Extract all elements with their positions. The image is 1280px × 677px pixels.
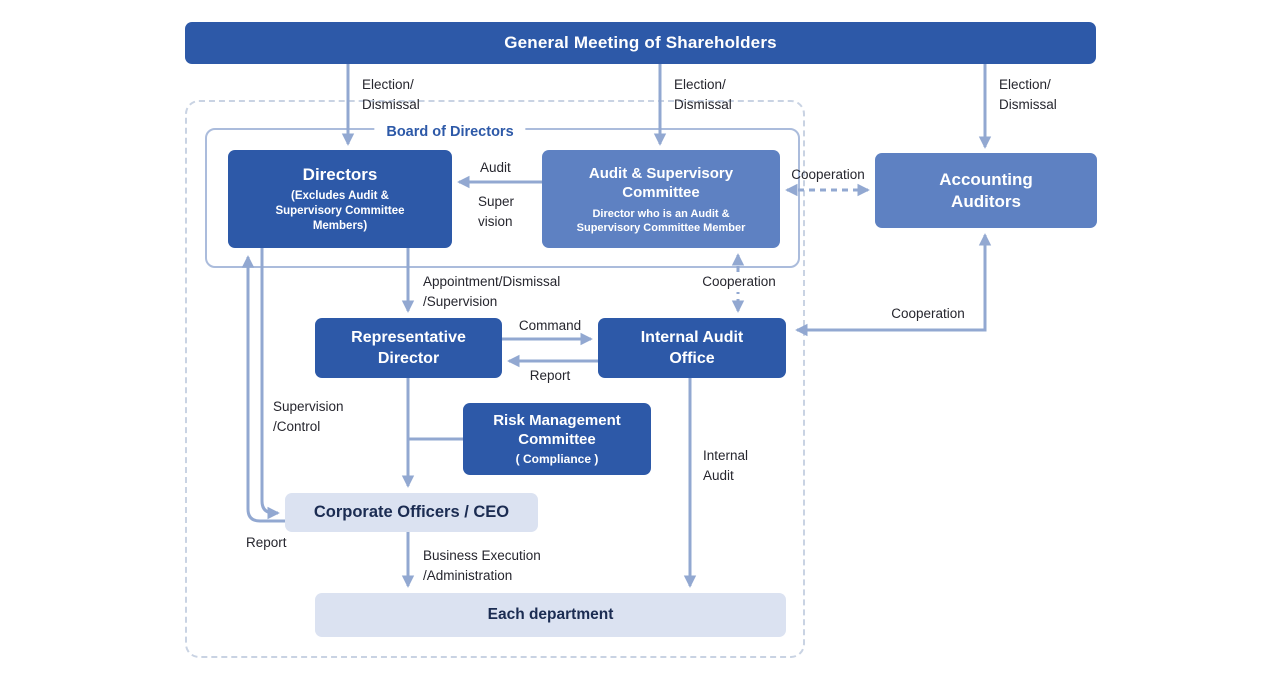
- representative-director-title: Representative Director: [351, 329, 466, 367]
- label-supervision-control: Supervision /Control: [273, 399, 344, 434]
- label-election-dismissal-left: Election/ Dismissal: [362, 77, 420, 112]
- each-department-title: Each department: [487, 606, 614, 623]
- directors-title: Directors: [302, 164, 378, 184]
- node-representative-director: Representative Director: [315, 318, 502, 378]
- accounting-auditors-title: Accounting Auditors: [939, 169, 1033, 211]
- audit-committee-subtitle: Director who is an Audit & Supervisory C…: [576, 207, 746, 234]
- label-business-execution: Business Execution /Administration: [423, 548, 541, 583]
- node-accounting-auditors: Accounting Auditors: [875, 153, 1097, 228]
- label-report-left: Report: [246, 535, 287, 550]
- label-cooperation-vertical: Cooperation: [699, 272, 779, 292]
- general-meeting-title: General Meeting of Shareholders: [504, 33, 777, 52]
- company-boundary-dashed-box: [185, 100, 805, 658]
- audit-committee-title: Audit & Supervisory Committee: [588, 164, 734, 201]
- risk-management-title: Risk Management Committee: [493, 412, 621, 448]
- label-supervision: Super vision: [478, 194, 515, 229]
- label-appointment-dismissal: Appointment/Dismissal /Supervision: [423, 274, 561, 309]
- node-general-meeting: General Meeting of Shareholders: [185, 22, 1096, 64]
- label-audit: Audit: [480, 160, 511, 175]
- node-each-department: Each department: [315, 593, 786, 637]
- node-risk-management-committee: Risk Management Committee ( Compliance ): [463, 403, 651, 475]
- label-internal-audit: Internal Audit: [703, 448, 749, 483]
- node-directors: Directors (Excludes Audit & Supervisory …: [228, 150, 452, 248]
- board-of-directors-label: Board of Directors: [374, 124, 526, 140]
- risk-management-subtitle: ( Compliance ): [515, 452, 599, 466]
- label-cooperation-elbow: Cooperation: [891, 306, 965, 321]
- label-election-dismissal-mid: Election/ Dismissal: [674, 77, 732, 112]
- label-command: Command: [518, 318, 582, 333]
- node-internal-audit-office: Internal Audit Office: [598, 318, 786, 378]
- label-election-dismissal-right: Election/ Dismissal: [999, 77, 1057, 112]
- directors-subtitle: (Excludes Audit & Supervisory Committee …: [275, 189, 405, 232]
- node-audit-supervisory-committee: Audit & Supervisory Committee Director w…: [542, 150, 780, 248]
- corporate-officers-title: Corporate Officers / CEO: [313, 503, 510, 521]
- label-report-internal: Report: [529, 368, 571, 383]
- node-corporate-officers: Corporate Officers / CEO: [285, 493, 538, 532]
- internal-audit-office-title: Internal Audit Office: [640, 329, 744, 367]
- label-cooperation-horizontal: Cooperation: [791, 167, 865, 182]
